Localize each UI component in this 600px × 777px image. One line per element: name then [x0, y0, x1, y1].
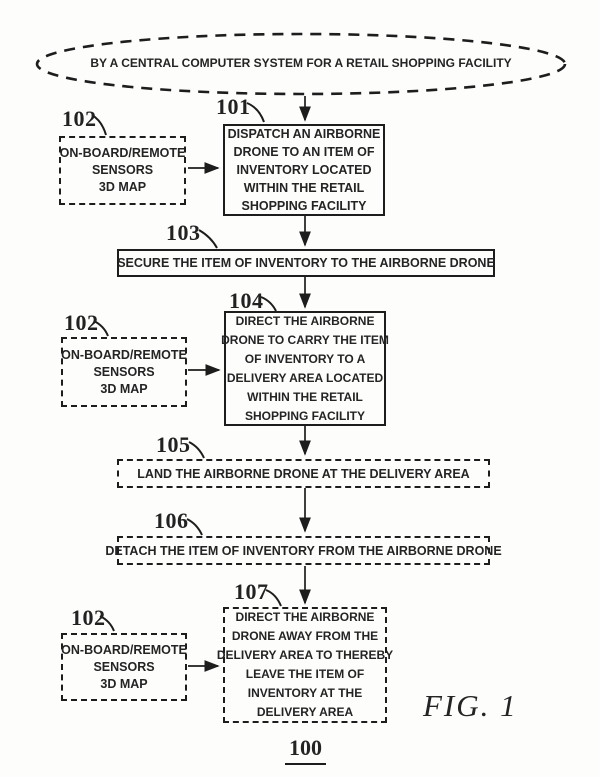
step-box-107: DIRECT THE AIRBORNE DRONE AWAY FROM THE …	[217, 607, 393, 723]
callout-103	[198, 229, 218, 249]
step-box-103: SECURE THE ITEM OF INVENTORY TO THE AIRB…	[117, 249, 495, 277]
sensor-102-text: ON-BOARD/REMOTE SENSORS 3D MAP	[61, 642, 187, 691]
sensor-box-102-first: ON-BOARD/REMOTE SENSORS 3D MAP	[59, 136, 186, 205]
ref-label-101: 101	[216, 94, 251, 119]
callout-102c	[99, 615, 115, 632]
ref-label-105: 105	[156, 432, 191, 457]
step-box-101: DISPATCH AN AIRBORNE DRONE TO AN ITEM OF…	[223, 124, 385, 216]
figure-reference-number: 100	[285, 735, 326, 765]
callout-104	[260, 296, 277, 312]
step-103-text: SECURE THE ITEM OF INVENTORY TO THE AIRB…	[117, 256, 495, 270]
start-terminal-label: BY A CENTRAL COMPUTER SYSTEM FOR A RETAI…	[90, 56, 512, 70]
sensor-102-text: ON-BOARD/REMOTE SENSORS 3D MAP	[61, 347, 187, 396]
sensor-box-102-second: ON-BOARD/REMOTE SENSORS 3D MAP	[61, 337, 187, 407]
step-106-text: DETACH THE ITEM OF INVENTORY FROM THE AI…	[105, 543, 502, 558]
step-105-text: LAND THE AIRBORNE DRONE AT THE DELIVERY …	[137, 466, 470, 481]
callout-105	[188, 441, 205, 459]
callout-107	[265, 589, 282, 607]
ref-label-103: 103	[166, 220, 201, 245]
ref-label-102-first: 102	[62, 106, 97, 131]
sensor-102-text: ON-BOARD/REMOTE SENSORS 3D MAP	[59, 146, 186, 194]
ref-label-106: 106	[154, 508, 189, 533]
ref-label-107: 107	[234, 579, 269, 604]
start-terminal-outline	[35, 32, 567, 96]
callout-102a	[91, 114, 107, 136]
ref-label-102-second: 102	[64, 310, 99, 335]
step-box-106: DETACH THE ITEM OF INVENTORY FROM THE AI…	[105, 536, 502, 565]
step-box-105: LAND THE AIRBORNE DRONE AT THE DELIVERY …	[117, 459, 490, 488]
ref-label-104: 104	[229, 288, 264, 313]
callout-101	[246, 102, 265, 123]
callout-102b	[93, 320, 109, 337]
step-104-text: DIRECT THE AIRBORNE DRONE TO CARRY THE I…	[221, 313, 389, 423]
step-107-text: DIRECT THE AIRBORNE DRONE AWAY FROM THE …	[216, 610, 394, 719]
step-box-104: DIRECT THE AIRBORNE DRONE TO CARRY THE I…	[221, 311, 389, 426]
callout-106	[186, 518, 203, 536]
figure-label: FIG. 1	[423, 688, 518, 723]
sensor-box-102-third: ON-BOARD/REMOTE SENSORS 3D MAP	[61, 633, 187, 701]
ref-label-102-third: 102	[71, 605, 106, 630]
step-101-text: DISPATCH AN AIRBORNE DRONE TO AN ITEM OF…	[227, 127, 381, 213]
